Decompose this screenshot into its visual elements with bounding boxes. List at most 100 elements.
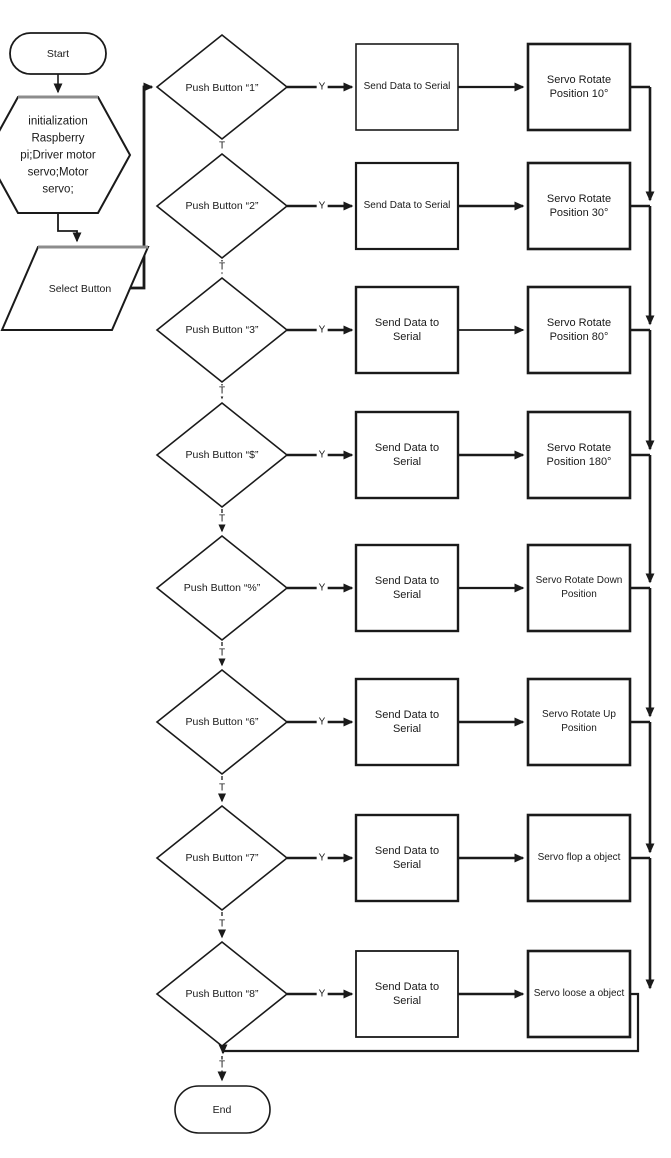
result-line: Position 30° bbox=[549, 207, 609, 219]
decision-label-5: Push Button “%” bbox=[183, 582, 261, 594]
process-label-2: Send Data to Serial bbox=[358, 199, 456, 213]
result-label-4: Servo Rotate Position 180° bbox=[530, 441, 628, 469]
decision-shape-6 bbox=[155, 668, 289, 776]
result-shape-7 bbox=[526, 813, 632, 903]
edge-label-yes: Y bbox=[316, 81, 328, 93]
process-label-8: Send Data to Serial bbox=[358, 980, 456, 1008]
process-line: Send Data to bbox=[374, 981, 440, 993]
select-button-label: Select Button bbox=[48, 283, 112, 295]
process-line: Serial bbox=[392, 589, 422, 601]
init-line: initialization bbox=[28, 115, 88, 128]
edge-label-yes: Y bbox=[316, 582, 328, 594]
edge-label-true: T bbox=[216, 1059, 228, 1071]
edge-label-yes: Y bbox=[316, 852, 328, 864]
process-line: Send Data to bbox=[374, 442, 440, 454]
process-line: Send Data to bbox=[374, 317, 440, 329]
end-node-label: End bbox=[212, 1104, 232, 1116]
decision-label-3: Push Button “3” bbox=[185, 324, 259, 336]
process-line: Send Data to bbox=[374, 845, 440, 857]
start-shape bbox=[9, 32, 107, 75]
process-line: Send Data to Serial bbox=[363, 81, 451, 92]
process-label-1: Send Data to Serial bbox=[358, 80, 456, 94]
process-line: Serial bbox=[392, 331, 422, 343]
process-line: Serial bbox=[392, 859, 422, 871]
shape-top-edges bbox=[18, 95, 148, 249]
start-node-label: Start bbox=[46, 48, 70, 60]
edge-label-true: T bbox=[216, 647, 228, 659]
result-label-7: Servo flop a object bbox=[530, 851, 628, 865]
process-shape-1 bbox=[355, 43, 459, 131]
result-line: Servo loose a object bbox=[533, 988, 625, 999]
result-shape-4 bbox=[526, 410, 632, 500]
result-shape-2 bbox=[526, 161, 632, 251]
decision-shape-7 bbox=[155, 804, 289, 912]
process-shape-4 bbox=[354, 410, 460, 500]
edge-label-yes: Y bbox=[316, 988, 328, 1000]
decision-label-4: Push Button “$” bbox=[185, 449, 259, 461]
process-line: Serial bbox=[392, 723, 422, 735]
result-shape-3 bbox=[526, 285, 632, 375]
end-shape bbox=[174, 1085, 271, 1134]
result-shape-5 bbox=[526, 543, 632, 633]
result-line: Servo Rotate Down bbox=[535, 575, 623, 586]
process-line: Serial bbox=[392, 995, 422, 1007]
init-line: servo; bbox=[42, 183, 74, 196]
result-line: Servo Rotate Up bbox=[542, 709, 616, 720]
decision-shape-8 bbox=[155, 940, 289, 1048]
process-label-7: Send Data to Serial bbox=[358, 844, 456, 872]
edge-label-yes: Y bbox=[316, 324, 328, 336]
init-line: servo;Motor bbox=[27, 166, 89, 179]
process-label-3: Send Data to Serial bbox=[358, 316, 456, 344]
result-line: Servo Rotate bbox=[546, 193, 612, 205]
edge-label-true: T bbox=[216, 918, 228, 930]
process-line: Serial bbox=[392, 456, 422, 468]
init-line: pi;Driver motor bbox=[20, 149, 96, 162]
process-label-6: Send Data to Serial bbox=[358, 708, 456, 736]
result-label-8: Servo loose a object bbox=[530, 987, 628, 1001]
process-line: Send Data to Serial bbox=[363, 200, 451, 211]
node-shapes bbox=[0, 32, 632, 1134]
process-line: Send Data to bbox=[374, 709, 440, 721]
edge-label-true: T bbox=[216, 140, 228, 152]
init-line: Raspberry bbox=[31, 132, 85, 145]
decision-label-7: Push Button “7” bbox=[185, 852, 259, 864]
init-node-label: initialization Raspberry pi;Driver motor… bbox=[0, 114, 118, 199]
result-shape-8 bbox=[526, 949, 632, 1039]
result-line: Position 80° bbox=[549, 331, 609, 343]
process-shape-7 bbox=[354, 813, 460, 903]
decision-shape-2 bbox=[155, 152, 289, 260]
result-label-6: Servo Rotate Up Position bbox=[530, 708, 628, 736]
decision-shape-3 bbox=[155, 276, 289, 384]
decision-label-6: Push Button “6” bbox=[185, 716, 259, 728]
edge-label-true: T bbox=[216, 385, 228, 397]
decision-label-2: Push Button “2” bbox=[185, 200, 259, 212]
result-line: Position bbox=[561, 723, 597, 734]
result-line: Servo Rotate bbox=[546, 442, 612, 454]
process-shape-2 bbox=[354, 161, 460, 251]
result-line: Position 180° bbox=[546, 456, 612, 468]
edge-label-true: T bbox=[216, 513, 228, 525]
decision-shape-1 bbox=[155, 33, 289, 141]
process-label-5: Send Data to Serial bbox=[358, 574, 456, 602]
process-line: Send Data to bbox=[374, 575, 440, 587]
edge-label-true: T bbox=[216, 782, 228, 794]
result-line: Position 10° bbox=[549, 88, 609, 100]
result-shape-6 bbox=[526, 677, 632, 767]
result-label-3: Servo Rotate Position 80° bbox=[530, 316, 628, 344]
decision-label-8: Push Button “8” bbox=[185, 988, 259, 1000]
process-shape-8 bbox=[355, 950, 459, 1038]
edge-label-true: T bbox=[216, 261, 228, 273]
edge-label-yes: Y bbox=[316, 449, 328, 461]
process-shape-6 bbox=[354, 677, 460, 767]
decision-shape-5 bbox=[155, 534, 289, 642]
result-label-1: Servo Rotate Position 10° bbox=[530, 73, 628, 101]
process-label-4: Send Data to Serial bbox=[358, 441, 456, 469]
connector-lines bbox=[53, 74, 655, 1082]
decision-label-1: Push Button “1” bbox=[185, 82, 259, 94]
edge-label-yes: Y bbox=[316, 716, 328, 728]
edge-label-yes: Y bbox=[316, 200, 328, 212]
result-line: Servo flop a object bbox=[537, 852, 621, 863]
result-line: Position bbox=[561, 589, 597, 600]
